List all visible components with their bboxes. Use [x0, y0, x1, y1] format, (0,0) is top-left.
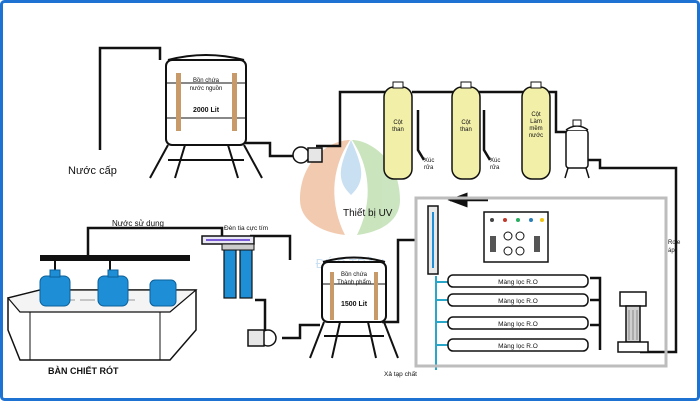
- uv-device: [427, 205, 439, 275]
- uv-lamp-label: Đèn tia cực tím: [224, 225, 268, 232]
- usage-water-label: Nước sử dụng: [112, 219, 164, 228]
- transfer-pump: [247, 329, 277, 347]
- uv-lamp: [201, 235, 255, 245]
- product-tank-capacity: 1500 Lit: [341, 301, 368, 308]
- product-tank: [309, 256, 399, 359]
- filter-column-softener: [521, 81, 551, 180]
- ro-membrane-2: [447, 293, 589, 307]
- water-bottles: [39, 269, 177, 307]
- waste-drain-label: Xả tạp chất: [384, 369, 417, 378]
- source-tank: [149, 54, 263, 179]
- filter-column-carbon-1: [383, 81, 413, 180]
- ro-membrane-3: [447, 316, 589, 330]
- control-panel: [483, 211, 549, 263]
- ro-blue-pipes: [435, 276, 448, 370]
- brine-tank: [564, 119, 590, 179]
- ro-high-pressure-pump: [617, 291, 649, 353]
- ro-membrane-2-label: Màng lọc R.O: [498, 298, 538, 305]
- ro-system-frame: [414, 196, 668, 368]
- source-tank-capacity: 2000 Lit: [193, 107, 220, 114]
- feed-water-label: Nước cấp: [68, 165, 117, 177]
- ro-membranes: [447, 274, 589, 352]
- ro-membrane-3-label: Màng lọc R.O: [498, 321, 538, 328]
- cartridge-filters: [221, 243, 255, 299]
- filling-table: [6, 255, 198, 361]
- filling-table-label: BÀN CHIẾT RÓT: [48, 365, 119, 376]
- ro-membrane-4-label: Màng lọc R.O: [498, 343, 538, 350]
- ro-membrane-4: [447, 338, 589, 352]
- uv-device-label: Thiết bị UV: [343, 207, 393, 219]
- ro-membrane-1-label: Màng lọc R.O: [498, 279, 538, 286]
- filter-column-carbon-2: [451, 81, 481, 180]
- feed-pump: [292, 146, 323, 164]
- ro-membrane-1: [447, 274, 589, 288]
